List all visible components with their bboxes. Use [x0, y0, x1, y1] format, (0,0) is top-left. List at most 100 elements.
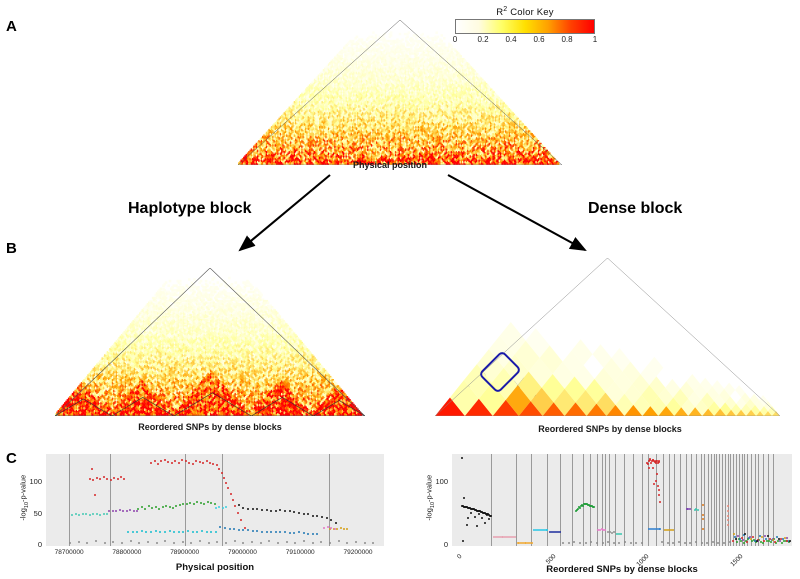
data-point [190, 542, 193, 545]
data-point [702, 517, 705, 520]
data-point [711, 540, 714, 543]
data-point [225, 482, 228, 485]
data-point [224, 526, 226, 529]
data-point [693, 508, 696, 511]
gridline-vertical [754, 454, 756, 546]
data-point [650, 527, 652, 530]
data-point [727, 510, 729, 513]
data-point [761, 535, 764, 538]
data-point [516, 542, 519, 545]
data-point [256, 530, 259, 532]
data-point [481, 517, 483, 520]
panel-a-ld-triangle [238, 20, 562, 165]
data-point [687, 507, 689, 510]
gridline-vertical [679, 454, 681, 546]
data-point [151, 507, 154, 509]
data-point [102, 512, 105, 515]
gridline-vertical [605, 454, 607, 546]
haplotype-block-label: Haplotype block [128, 200, 252, 217]
gridline-vertical [707, 454, 709, 546]
gridline-vertical [69, 454, 71, 546]
data-point [582, 503, 585, 506]
data-point [665, 528, 668, 531]
data-point [540, 529, 543, 532]
data-point [221, 507, 224, 509]
x-axis-tick: 78700000 [54, 549, 84, 556]
gridline-vertical [596, 454, 598, 546]
data-point [92, 478, 95, 481]
data-point [86, 542, 89, 545]
data-point [657, 527, 660, 530]
data-point [526, 542, 529, 545]
gridline-vertical [727, 454, 729, 546]
data-point [655, 528, 658, 531]
data-point [311, 541, 314, 544]
gridline-vertical [750, 454, 752, 546]
data-point [334, 522, 337, 525]
data-point [702, 503, 705, 506]
data-point [493, 536, 496, 539]
data-point [463, 497, 466, 500]
color-key-tick: 0.2 [477, 35, 489, 45]
data-point [154, 505, 157, 508]
x-axis-tick: 79000000 [227, 549, 257, 556]
data-point [506, 535, 509, 538]
color-key-tick: 1 [592, 35, 598, 45]
data-point [727, 524, 729, 527]
data-point [522, 542, 525, 545]
data-point [102, 476, 105, 479]
gridline-vertical [184, 454, 186, 546]
data-point [270, 531, 273, 534]
data-point [140, 506, 143, 509]
x-axis-tick: 79100000 [285, 549, 315, 556]
gridline-vertical [655, 454, 657, 546]
data-point [284, 531, 286, 534]
data-point [469, 512, 472, 515]
data-point [461, 540, 464, 543]
data-point [184, 460, 187, 463]
data-point [582, 504, 584, 507]
data-point [779, 538, 782, 541]
y-axis-tick: 0 [37, 540, 42, 550]
data-point [661, 540, 664, 543]
color-key-title-rest: Color Key [507, 7, 554, 19]
data-point [177, 461, 180, 464]
data-point [303, 540, 306, 543]
data-point [579, 505, 582, 508]
data-point [168, 530, 171, 532]
data-point [656, 484, 659, 487]
data-point [214, 530, 217, 533]
data-point [188, 461, 191, 464]
data-point [288, 510, 291, 513]
data-point [650, 462, 652, 465]
data-point [778, 539, 781, 542]
panel-b-right-ld-triangle [435, 258, 780, 416]
data-point [601, 542, 604, 545]
data-point [200, 530, 203, 532]
data-point [781, 538, 784, 541]
data-point [339, 526, 342, 529]
data-point [664, 528, 666, 531]
data-point [265, 508, 268, 511]
data-point [120, 476, 122, 479]
data-point [225, 506, 228, 509]
data-point [648, 457, 651, 460]
x-axis-tick: 78800000 [112, 549, 142, 556]
data-point [163, 458, 166, 461]
data-point [251, 508, 254, 511]
data-point [274, 509, 277, 512]
data-point [612, 541, 615, 544]
data-point [203, 502, 206, 505]
data-point [69, 541, 72, 544]
data-point [136, 510, 139, 513]
data-point [268, 540, 271, 543]
gridline-vertical [663, 454, 665, 546]
data-point [216, 540, 219, 543]
data-point [688, 508, 691, 511]
data-point [513, 536, 516, 539]
data-point [242, 541, 245, 544]
data-point [789, 540, 792, 543]
data-point [487, 517, 490, 520]
